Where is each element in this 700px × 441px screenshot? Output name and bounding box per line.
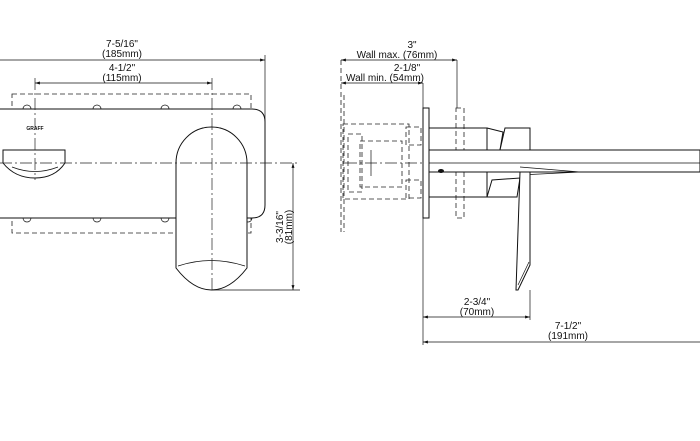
screw-holes (22, 104, 253, 223)
rough-valve-body (342, 123, 423, 200)
handle-drop-metric: (81mm) (284, 210, 295, 244)
lever-top (499, 127, 531, 151)
spout-taper (519, 166, 581, 176)
spout-projection-metric: (191mm) (548, 331, 588, 342)
side-view: 3" Wall max. (76mm) 2-1/8" Wall min. (54… (340, 40, 700, 345)
wall-min-imperial: 2-1/8" (394, 63, 421, 74)
front-view: 7-5/16" (185mm) 4-1/2" (115mm) GRAFF 3-3… (0, 39, 300, 292)
spout-projection-imperial: 7-1/2" (555, 321, 582, 332)
handle-edge (177, 260, 246, 267)
handle-drop-imperial: 3-3/16" (275, 211, 286, 243)
handle-front (175, 126, 248, 291)
spout-edge (11, 166, 59, 172)
handle-projection-metric: (70mm) (460, 307, 494, 318)
side-wall-plate (422, 107, 430, 219)
spout-side (428, 149, 700, 173)
wall-min-metric: Wall min. (54mm) (346, 73, 424, 84)
lever-side (515, 171, 531, 291)
handle-projection-imperial: 2-3/4" (464, 297, 491, 308)
spout-handle-metric: (115mm) (102, 73, 141, 84)
wall-max-imperial: 3" (407, 40, 417, 51)
lever-edge (517, 261, 530, 286)
set-screw (438, 169, 444, 173)
overall-width-imperial: 7-5/16" (106, 39, 138, 50)
wall-max-metric: Wall max. (76mm) (357, 50, 438, 61)
overall-width-metric: (185mm) (102, 49, 142, 60)
spout-handle-imperial: 4-1/2" (109, 63, 136, 74)
